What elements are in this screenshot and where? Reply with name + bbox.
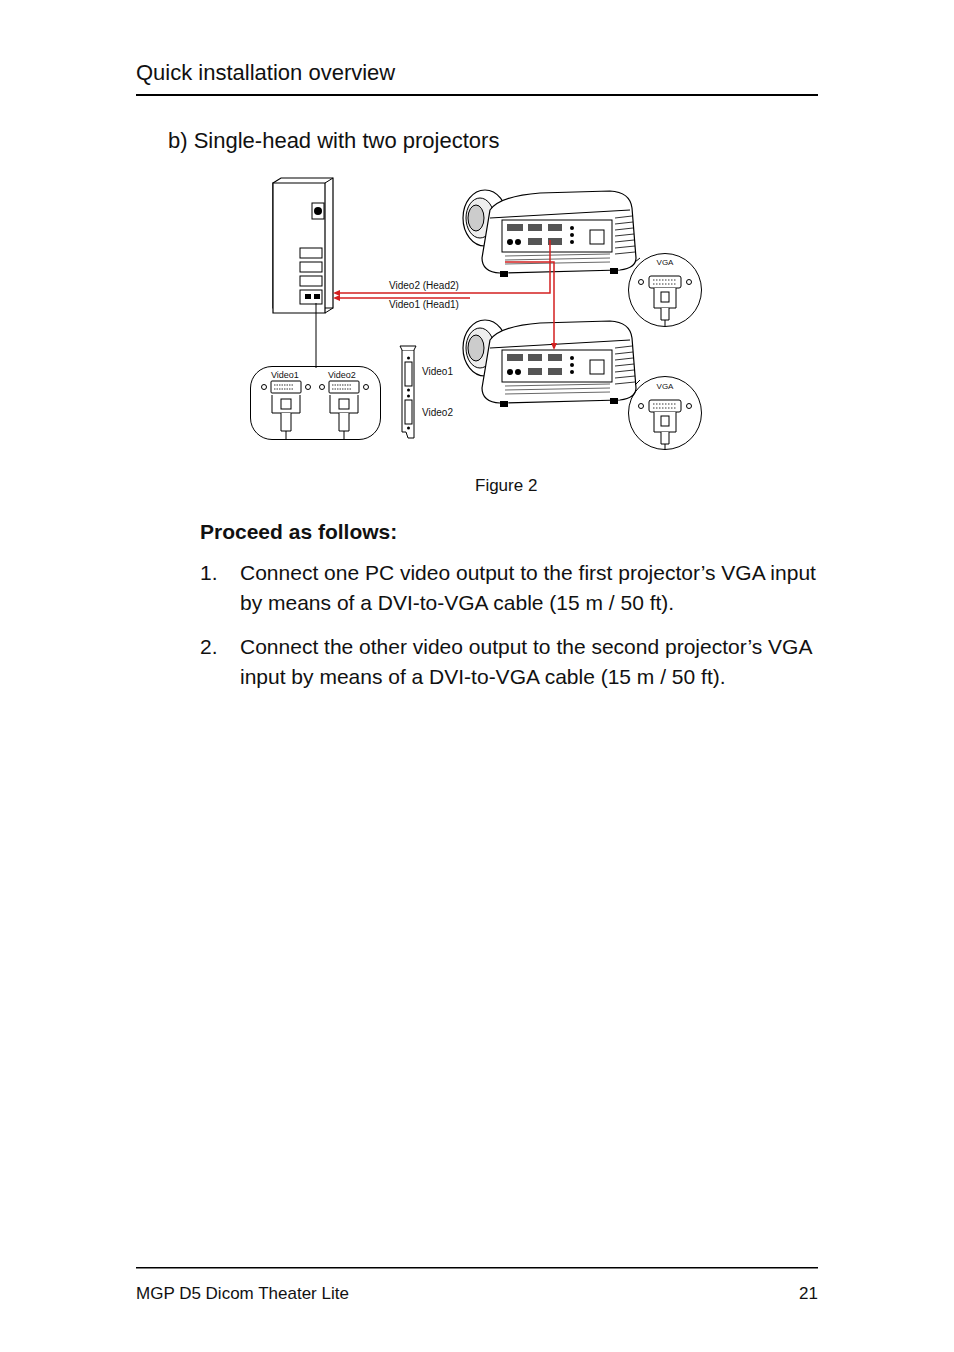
step-number: 2. [200,632,240,692]
cable-label: Video1 (Head1) [387,299,461,311]
procedure-step: 1.Connect one PC video output to the fir… [200,558,820,618]
vga-callout: VGA [628,253,702,327]
connector-label: VGA [657,382,674,391]
page-number: 21 [799,1284,818,1304]
step-number: 1. [200,558,240,618]
procedure: Proceed as follows: 1.Connect one PC vide… [200,520,820,692]
section-title: b) Single-head with two projectors [168,128,499,153]
connector-label: VGA [657,258,674,267]
step-text: Connect one PC video output to the first… [240,558,820,618]
footer-title: MGP D5 Dicom Theater Lite [136,1284,349,1304]
vga-callout: VGA [628,376,702,450]
connector-label: Video1 [271,370,299,380]
step-text: Connect the other video output to the se… [240,632,820,692]
running-header: Quick installation overview [136,60,395,85]
procedure-step: 2.Connect the other video output to the … [200,632,820,692]
port-label: Video2 [422,407,453,419]
connector-inset: Video1 Video2 [250,366,381,440]
procedure-heading: Proceed as follows: [200,520,820,544]
port-label: Video1 [422,366,453,378]
connector-label: Video2 [328,370,356,380]
cable-label: Video2 (Head2) [387,280,461,292]
figure-caption: Figure 2 [475,476,537,496]
